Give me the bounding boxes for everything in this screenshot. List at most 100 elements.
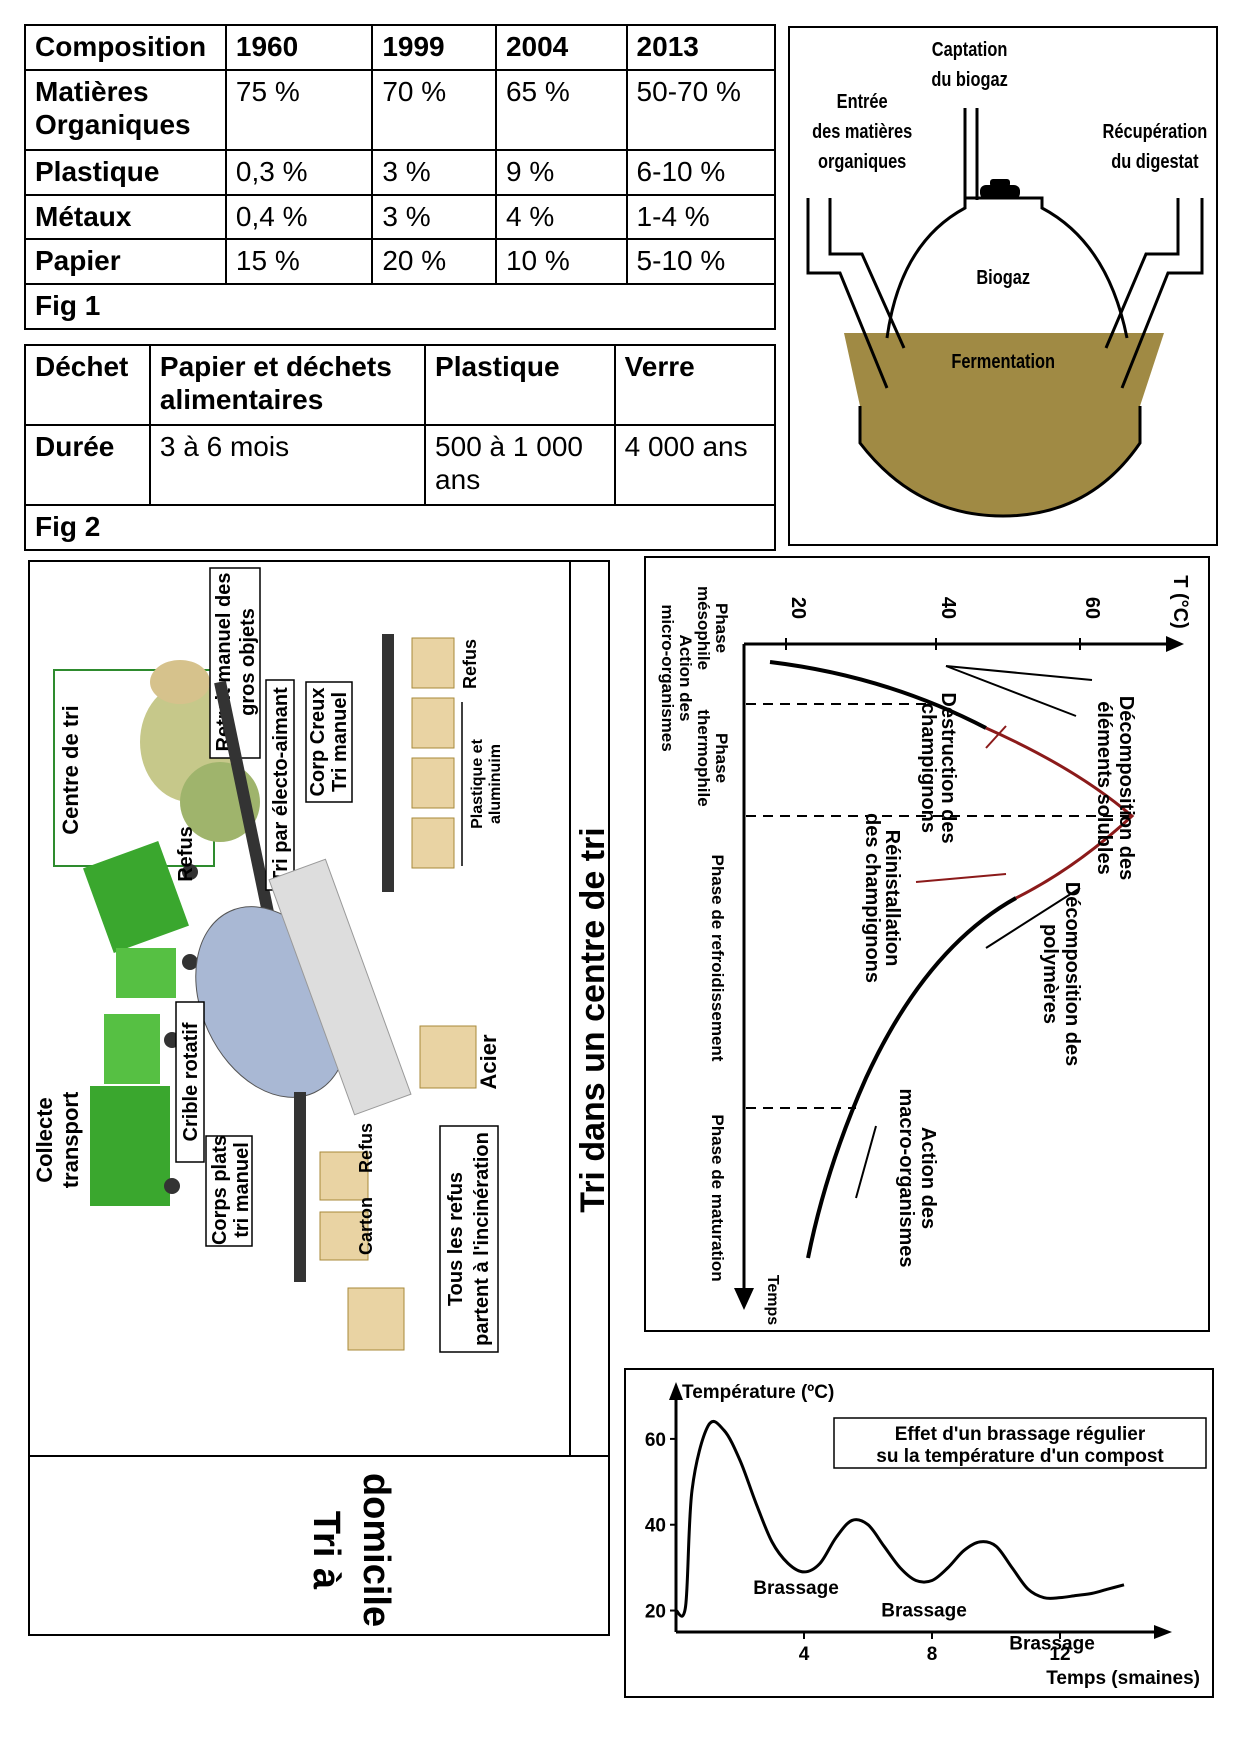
- label-tri-electro: Tri par électo-aimant: [270, 687, 292, 883]
- cell: 500 à 1 000 ans: [425, 425, 615, 505]
- row-label: MatièresOrganiques: [25, 70, 226, 150]
- cell: 4 000 ans: [615, 425, 775, 505]
- cell: 70 %: [372, 70, 496, 150]
- label-acier: Acier: [476, 1034, 501, 1089]
- label-action-micro: micro-organismes: [658, 604, 677, 751]
- annotation-brassage: Brassage: [753, 1578, 839, 1599]
- row-label: Papier: [25, 239, 226, 284]
- table-row: Papier 15 % 20 % 10 % 5-10 %: [25, 239, 775, 284]
- x-tick-label: 8: [927, 1644, 938, 1665]
- table-row: Métaux 0,4 % 3 % 4 % 1-4 %: [25, 195, 775, 240]
- sorting-title: Tri dans un centre de tri: [574, 827, 608, 1212]
- label-collecte: Collecte: [32, 1097, 57, 1183]
- bin: [412, 758, 454, 808]
- label-phase-refroid: Phase de refroidissement: [708, 855, 727, 1062]
- fig1-table: Composition 1960 1999 2004 2013 Matières…: [24, 24, 776, 330]
- gas-valve-cap: [990, 179, 1010, 187]
- axis-arrow: [1154, 1625, 1172, 1639]
- label-decomp-polymeres: Décomposition des: [1061, 882, 1083, 1066]
- chart-title: Effet d'un brassage régulier: [895, 1424, 1146, 1445]
- label-destruction: Déstruction des: [937, 692, 959, 843]
- cell: 10 %: [496, 239, 627, 284]
- label-action-macro: Action des: [917, 1127, 939, 1229]
- fig2-header: Papier et déchets alimentaires: [150, 345, 425, 425]
- cell: 75 %: [226, 70, 372, 150]
- fig1-caption: Fig 1: [25, 284, 775, 329]
- label-biogaz: Biogaz: [976, 265, 1030, 288]
- chart-title: su la température d'un compost: [876, 1446, 1164, 1467]
- bin: [412, 638, 454, 688]
- fig1-header: 1960: [226, 25, 372, 70]
- bin: [348, 1288, 404, 1350]
- cell: 0,4 %: [226, 195, 372, 240]
- label-phase-thermophile: Phase: [712, 733, 731, 783]
- cell: 4 %: [496, 195, 627, 240]
- label-phase-mesophile: mésophile: [694, 586, 713, 670]
- axis-arrow: [1166, 636, 1184, 652]
- gas-pipe: [965, 108, 977, 200]
- label-decomp-solubles: éléments solubles: [1093, 701, 1115, 874]
- arrow: [856, 1126, 876, 1198]
- tick-label: 20: [787, 597, 809, 619]
- truck-icon: [90, 1014, 180, 1206]
- fig1-header: 2013: [627, 25, 775, 70]
- cell: 1-4 %: [627, 195, 775, 240]
- axis-arrow: [669, 1382, 683, 1400]
- cell: 65 %: [496, 70, 627, 150]
- cell: 5-10 %: [627, 239, 775, 284]
- x-tick-label: 4: [799, 1644, 810, 1665]
- label-phase-matur: Phase de maturation: [708, 1114, 727, 1281]
- table-row: MatièresOrganiques 75 % 70 % 65 % 50-70 …: [25, 70, 775, 150]
- caption-row: Fig 1: [25, 284, 775, 329]
- fig2-header: Plastique: [425, 345, 615, 425]
- y-tick-label: 20: [645, 1602, 666, 1623]
- label-captation: du biogaz: [931, 67, 1007, 90]
- row-label: Plastique: [25, 150, 226, 195]
- label-corps-plats: Corps plats: [209, 1135, 231, 1245]
- gas-valve: [980, 185, 1020, 199]
- cell: 3 %: [372, 195, 496, 240]
- label-entree: organiques: [818, 149, 906, 172]
- fig2-caption: Fig 2: [25, 505, 775, 550]
- sorting-center-figure: Tri dans un centre de tri Tri à domicile…: [28, 560, 610, 1636]
- table-row: Durée 3 à 6 mois 500 à 1 000 ans 4 000 a…: [25, 425, 775, 505]
- fig2-header: Déchet: [25, 345, 150, 425]
- label-plastique: aluminuim: [487, 744, 504, 824]
- y-axis-label: Température (ºC): [682, 1382, 834, 1403]
- label-phase-thermophile: thermophile: [694, 709, 713, 806]
- y-tick-label: 40: [645, 1516, 666, 1537]
- cell: 6-10 %: [627, 150, 775, 195]
- home-sort-label: Tri à: [305, 1511, 347, 1590]
- label-decomp-polymeres: polymères: [1039, 924, 1061, 1024]
- label-action-micro: Action des: [676, 635, 695, 722]
- annotation-brassage: Brassage: [881, 1601, 967, 1622]
- annotation-brassage: Brassage: [1009, 1634, 1095, 1655]
- brassage-chart-svg: Température (ºC) Temps (smaines) Effet d…: [626, 1370, 1212, 1696]
- bin: [420, 1026, 476, 1088]
- fig1-header: 1999: [372, 25, 496, 70]
- compost-phases-svg: T (°C) Temps 20 40 60 Phase mésophile Ac…: [646, 558, 1208, 1330]
- label-action-macro: macro-organismes: [895, 1089, 917, 1268]
- label-reinstallation: des champignons: [861, 813, 883, 983]
- arrow: [946, 666, 1076, 716]
- fig1-header: 2004: [496, 25, 627, 70]
- arrow: [916, 874, 1006, 882]
- brassage-chart-figure: Température (ºC) Temps (smaines) Effet d…: [624, 1368, 1214, 1698]
- biogas-digester-svg: Captation du biogaz Entrée des matières …: [790, 28, 1216, 544]
- fig2-header: Verre: [615, 345, 775, 425]
- label-corp-creux: Corp Creux: [307, 688, 329, 797]
- axis-arrow: [734, 1288, 754, 1310]
- label-recuperation: Récupération: [1103, 119, 1208, 142]
- arrow: [946, 666, 1092, 680]
- label-tous-refus: Tous les refus: [445, 1172, 467, 1306]
- row-label: Métaux: [25, 195, 226, 240]
- label-plastique: Plastique et: [469, 738, 486, 828]
- tick-label: 40: [937, 597, 959, 619]
- bin: [412, 818, 454, 868]
- label-entree: des matières: [812, 119, 912, 142]
- biogas-digester-figure: Captation du biogaz Entrée des matières …: [788, 26, 1218, 546]
- label-reinstallation: Réinistallation: [881, 830, 903, 967]
- label-centre-de-tri: Centre de tri: [58, 705, 83, 835]
- row-label-line: Organiques: [35, 109, 191, 140]
- fig1-header: Composition: [25, 25, 226, 70]
